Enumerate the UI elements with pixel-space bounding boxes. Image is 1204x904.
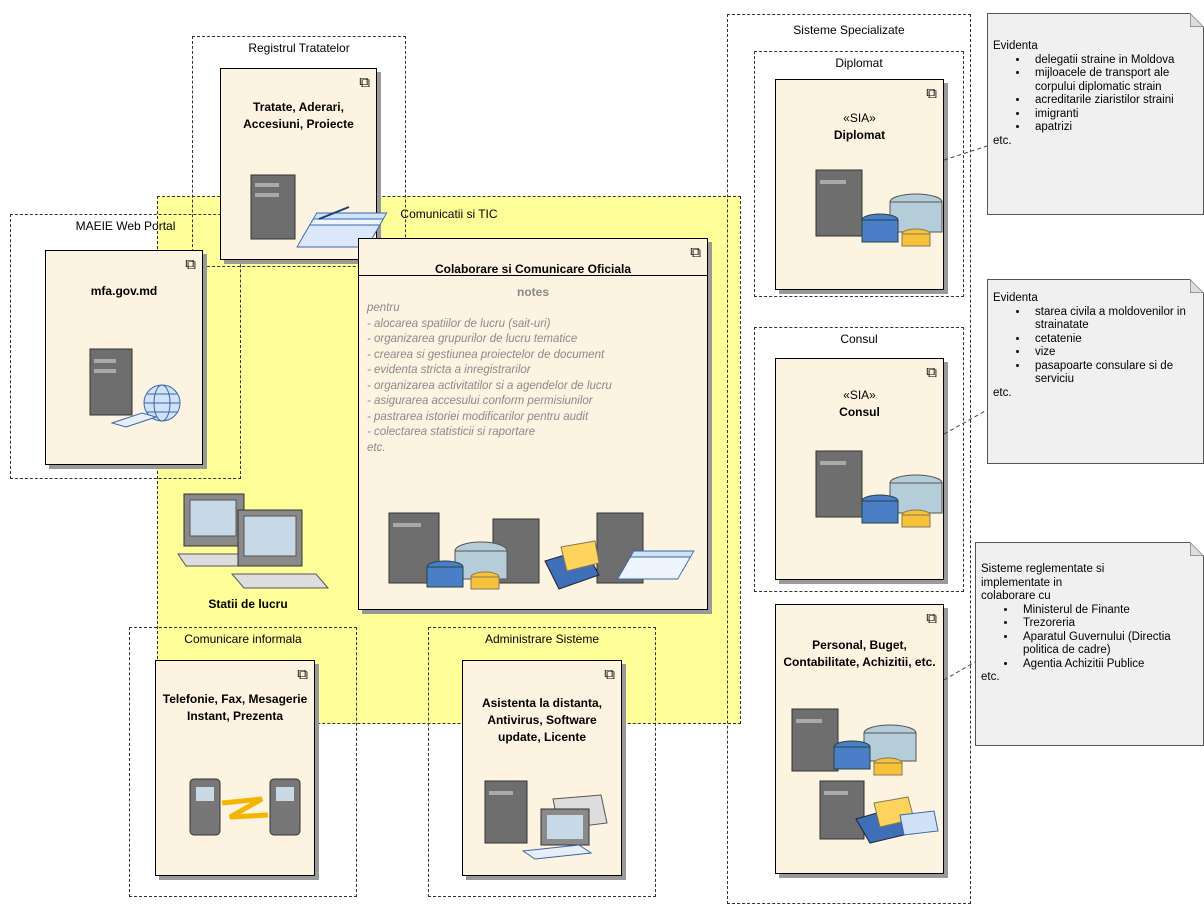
component-colaborare: ⧉ Colaborare si Comunicare Oficiala note… xyxy=(358,238,708,610)
notes-item: - alocarea spatiilor de lucru (sait-uri) xyxy=(367,317,551,330)
note-list-item: cetatenie xyxy=(1029,333,1198,347)
component-title: mfa.gov.md xyxy=(90,284,158,298)
component-personal-buget: ⧉ Personal, Buget, Contabilitate, Achizi… xyxy=(775,604,944,874)
component-title: Personal, Buget, Contabilitate, Achiziti… xyxy=(783,638,936,669)
package-label: Registrul Tratatelor xyxy=(248,41,350,55)
notes-item: - evidenta stricta a inregistrarilor xyxy=(367,364,531,376)
note-list: delegatii straine in Moldovamijloacele d… xyxy=(993,54,1198,135)
note-list-item: Aparatul Guvernului (Directia politica d… xyxy=(1017,631,1198,658)
component-diplomat: ⧉ «SIA» Diplomat xyxy=(775,79,944,290)
notes-heading: notes xyxy=(516,285,549,299)
note-list-item: mijloacele de transport ale corpului dip… xyxy=(1029,67,1198,94)
workstations-icon xyxy=(177,493,330,589)
component-icon: ⧉ xyxy=(359,74,370,91)
note-fold-icon xyxy=(1190,542,1204,556)
note-footer: etc. xyxy=(993,134,1012,147)
note-list: starea civila a moldovenilor in strainat… xyxy=(993,306,1198,387)
component-tratate: ⧉ Tratate, Aderari, Accesiuni, Proiecte xyxy=(220,68,388,260)
server-globe-illustration xyxy=(89,348,181,428)
package-label: Sisteme Specializate xyxy=(793,23,905,37)
workstations-label: Statii de lucru xyxy=(208,597,288,611)
note-title: Evidenta xyxy=(993,292,1038,304)
component-name: Consul xyxy=(839,405,880,419)
note-list-item: Ministerul de Finante xyxy=(1017,604,1198,618)
package-consul: Consul xyxy=(754,327,964,592)
component-stereotype: «SIA» xyxy=(843,111,876,125)
component-icon: ⧉ xyxy=(926,610,937,627)
notes-outro: etc. xyxy=(367,441,386,454)
component-title: Asistenta la distanta, Antivirus, Softwa… xyxy=(481,696,603,744)
server-workstation-illustration xyxy=(484,780,608,860)
note-title: Evidenta xyxy=(993,40,1038,52)
component-mfa-gov-md: ⧉ mfa.gov.md xyxy=(45,250,203,465)
package-label: Diplomat xyxy=(835,56,883,70)
servers-database-folder-illustration xyxy=(791,708,939,844)
component-icon: ⧉ xyxy=(297,666,308,683)
note-list-item: imigranti xyxy=(1029,108,1198,122)
notes-item: - organizarea activitatilor si a agendel… xyxy=(367,379,612,392)
note-fold-icon xyxy=(1190,279,1204,293)
notes-item: - pastrarea istoriei modificarilor pentr… xyxy=(367,410,589,423)
package-label: Administrare Sisteme xyxy=(484,632,600,646)
component-icon: ⧉ xyxy=(185,256,196,273)
component-title: Telefonie, Fax, Mesagerie Instant, Preze… xyxy=(162,692,308,723)
note-list-item: Trezoreria xyxy=(1017,617,1198,631)
note-fold-icon xyxy=(1190,13,1204,27)
package-registrul-tratatelor: Registrul Tratatelor xyxy=(192,36,406,267)
note-title: Sisteme reglementate si implementate in … xyxy=(981,563,1105,602)
connector-consul xyxy=(943,409,988,435)
component-icon: ⧉ xyxy=(690,244,701,261)
package-maeie-web-portal: MAEIE Web Portal xyxy=(10,214,241,479)
component-consul: ⧉ «SIA» Consul xyxy=(775,358,944,580)
note-list-item: pasapoarte consulare si de serviciu xyxy=(1029,360,1198,387)
compartment-divider xyxy=(359,275,707,276)
component-icon: ⧉ xyxy=(926,85,937,102)
note-footer: etc. xyxy=(993,386,1012,399)
notes-body: pentru - alocarea spatiilor de lucru (sa… xyxy=(359,301,707,456)
database-server-illustration xyxy=(815,169,943,247)
component-name: Diplomat xyxy=(833,128,886,142)
note-list-item: Agentia Achizitii Publice xyxy=(1017,658,1198,672)
component-title: Colaborare si Comunicare Oficiala xyxy=(434,262,632,276)
package-label: Comunicatii si TIC xyxy=(400,207,498,221)
notes-item: - organizarea grupurilor de lucru temati… xyxy=(367,333,578,345)
phones-illustration xyxy=(189,778,301,836)
note-list-item: starea civila a moldovenilor in strainat… xyxy=(1029,306,1198,333)
component-icon: ⧉ xyxy=(604,666,615,683)
connector-personal xyxy=(943,661,976,681)
note-diplomat: Evidenta delegatii straine in Moldovamij… xyxy=(987,13,1204,215)
notes-compartment: notes pentru - alocarea spatiilor de luc… xyxy=(359,279,707,456)
notes-item: - colectarea statisticii si raportare xyxy=(367,426,536,438)
database-server-illustration xyxy=(815,450,943,528)
package-label: MAEIE Web Portal xyxy=(75,219,176,233)
notes-item: - asigurarea accesului conform permisiun… xyxy=(367,395,593,407)
note-personal: Sisteme reglementate si implementate in … xyxy=(975,542,1204,746)
note-list-item: delegatii straine in Moldova xyxy=(1029,54,1198,68)
component-title: «SIA» Diplomat xyxy=(780,110,939,144)
connector-diplomat xyxy=(943,145,988,161)
notes-items: - alocarea spatiilor de lucru (sait-uri)… xyxy=(367,317,707,441)
notes-intro: pentru xyxy=(367,302,400,314)
note-list: Ministerul de FinanteTrezoreriaAparatul … xyxy=(981,604,1198,672)
component-title: Tratate, Aderari, Accesiuni, Proiecte xyxy=(243,100,354,131)
package-diplomat: Diplomat xyxy=(754,51,964,297)
note-footer: etc. xyxy=(981,671,1000,683)
note-list-item: apatrizi xyxy=(1029,121,1198,135)
package-label: Comunicare informala xyxy=(184,632,302,646)
note-consul: Evidenta starea civila a moldovenilor in… xyxy=(987,279,1204,464)
note-list-item: vize xyxy=(1029,346,1198,360)
component-asistenta: ⧉ Asistenta la distanta, Antivirus, Soft… xyxy=(462,660,622,876)
note-list-item: acreditarile ziaristilor straini xyxy=(1029,94,1198,108)
component-stereotype: «SIA» xyxy=(843,388,876,402)
component-title: «SIA» Consul xyxy=(780,387,939,421)
notes-item: - crearea si gestiunea proiectelor de do… xyxy=(367,348,605,361)
package-label: Consul xyxy=(840,332,878,346)
component-telefonie: ⧉ Telefonie, Fax, Mesagerie Instant, Pre… xyxy=(155,660,315,876)
component-icon: ⧉ xyxy=(926,364,937,381)
servers-storage-illustration xyxy=(388,512,695,590)
